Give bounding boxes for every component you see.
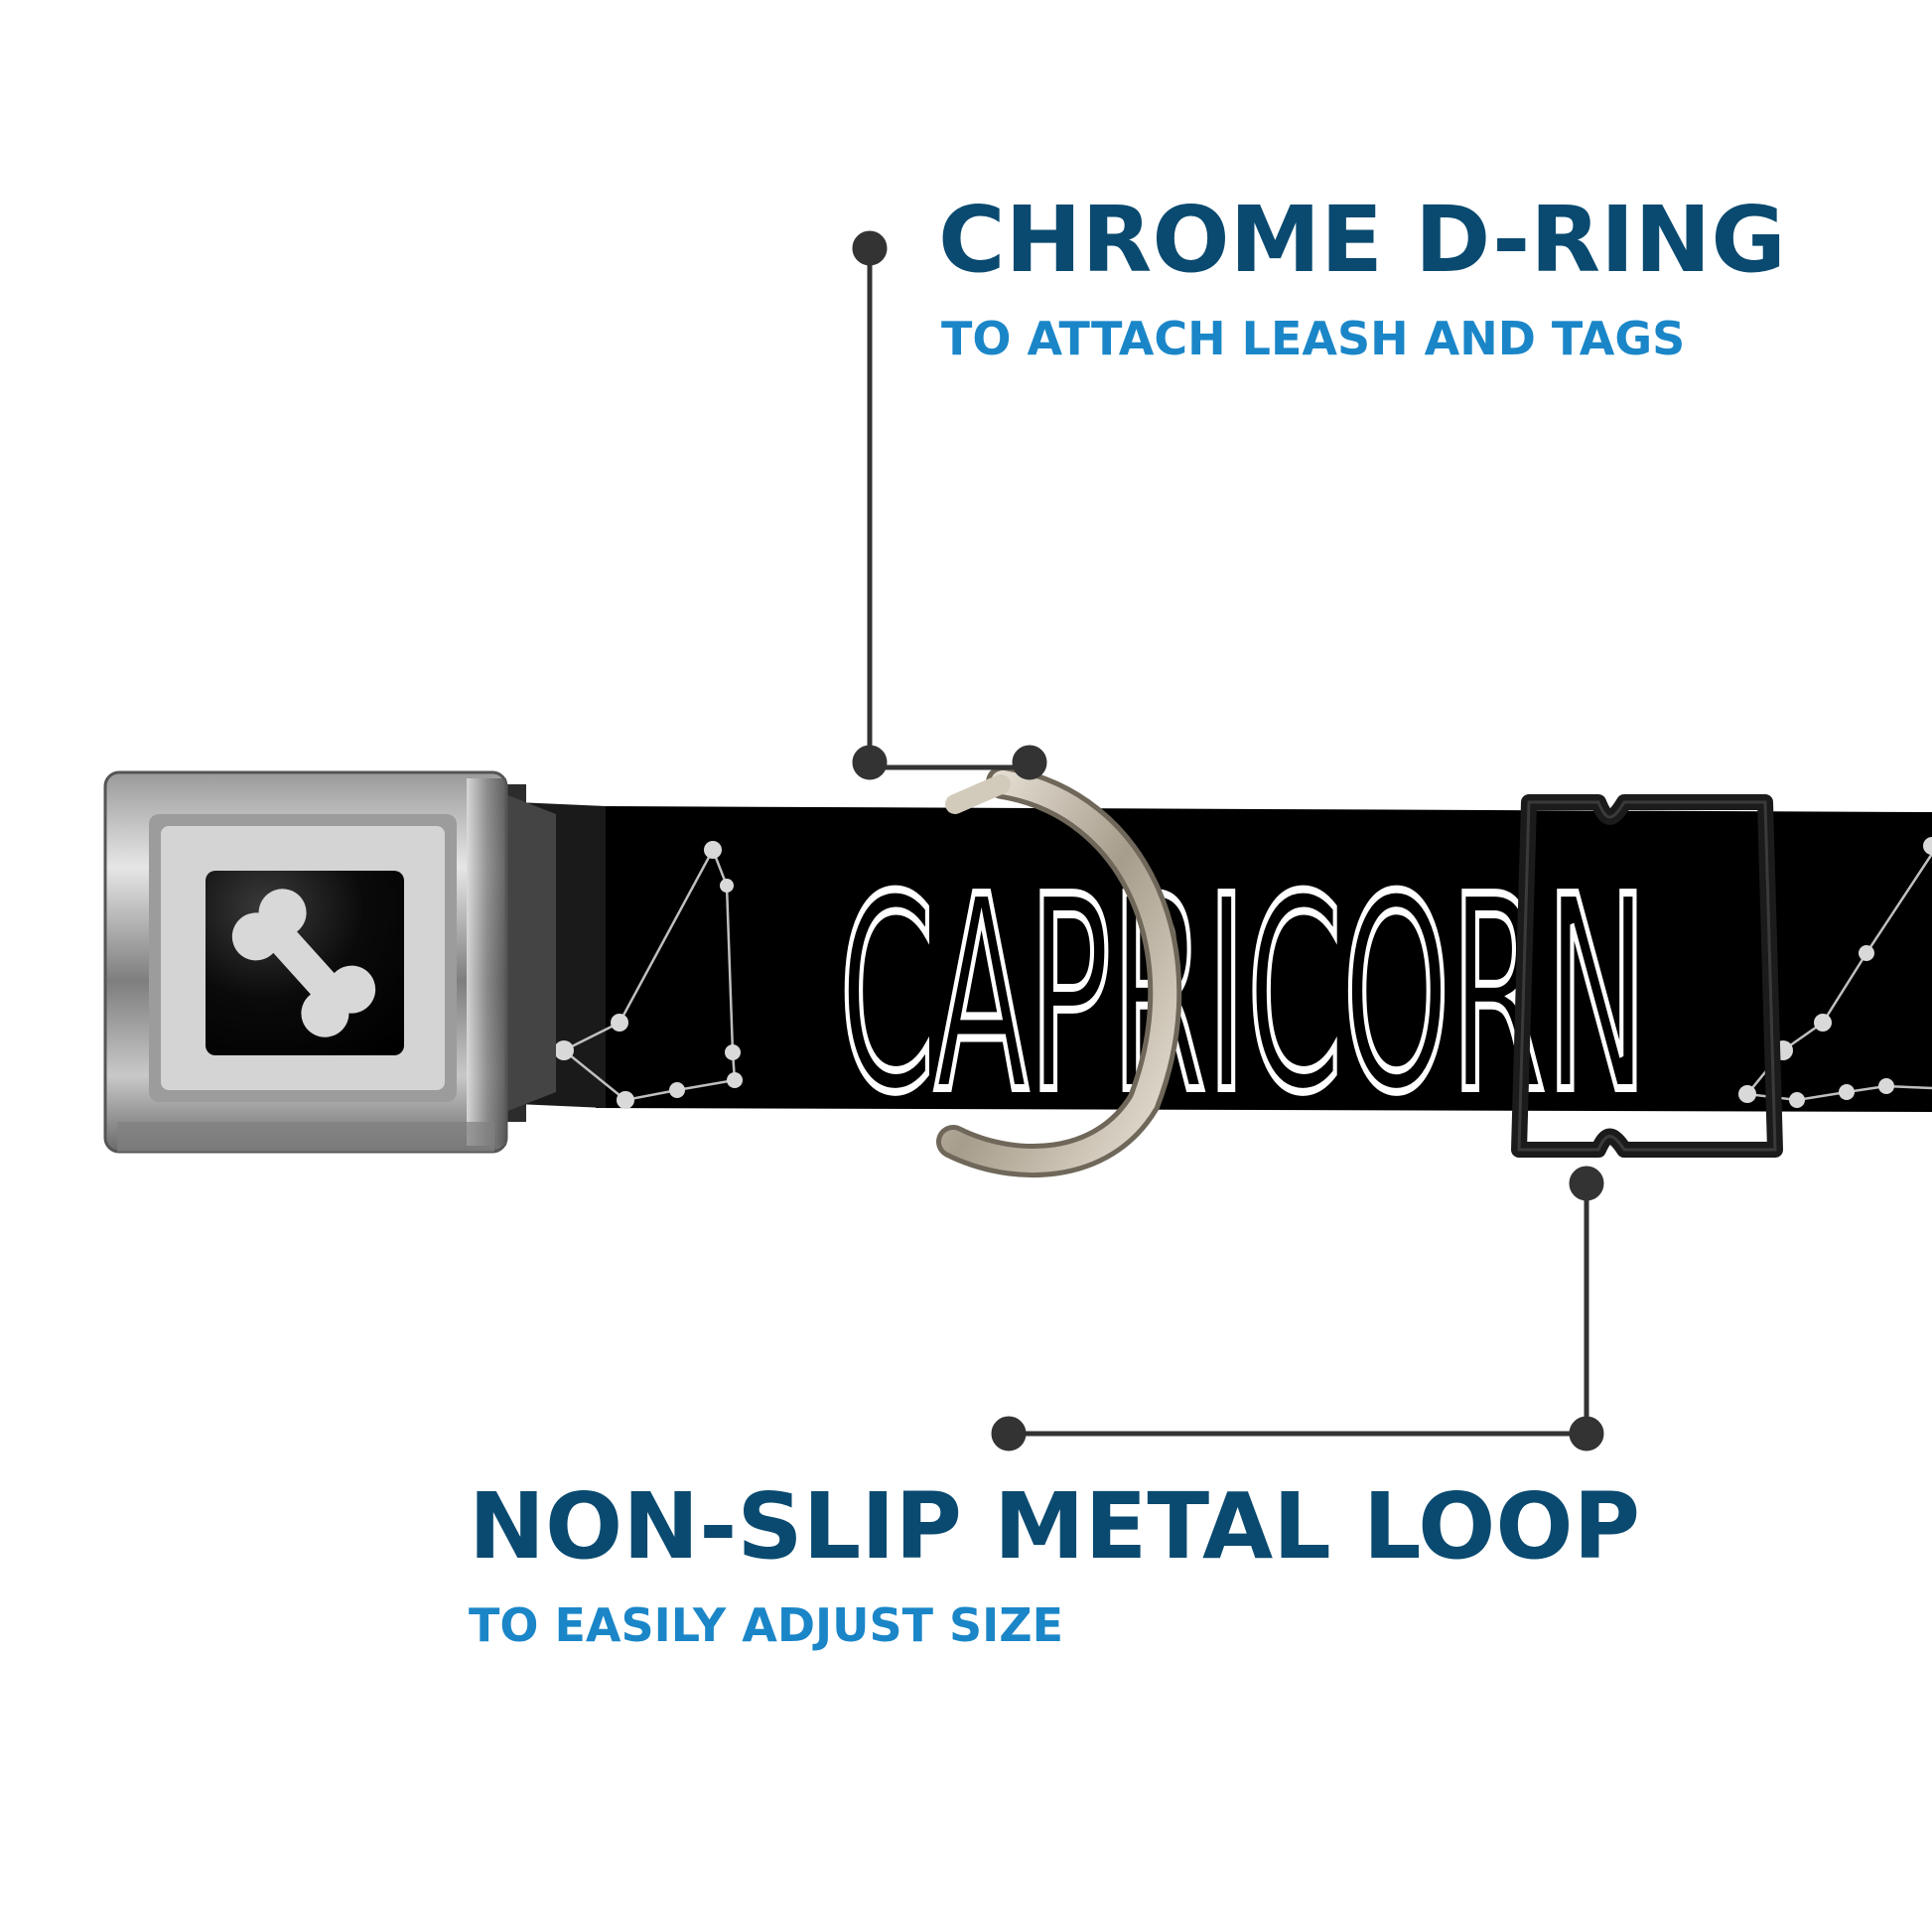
loop-subtitle: TO EASILY ADJUST SIZE <box>469 1598 1064 1652</box>
d-ring-title: CHROME D-RING <box>938 187 1786 293</box>
d-ring-subtitle: TO ATTACH LEASH AND TAGS <box>941 312 1686 365</box>
capricorn-constellation-icon <box>554 841 743 1109</box>
bone-icon <box>231 889 376 1037</box>
d-ring-leader-line <box>852 230 1047 780</box>
loop-title: NON-SLIP METAL LOOP <box>469 1473 1641 1580</box>
d-ring[interactable] <box>936 765 1182 1177</box>
seatbelt-buckle[interactable] <box>103 770 556 1154</box>
slide-loop[interactable] <box>1511 794 1783 1158</box>
loop-leader-line <box>991 1166 1604 1451</box>
capricorn-constellation-icon <box>1738 837 1932 1108</box>
